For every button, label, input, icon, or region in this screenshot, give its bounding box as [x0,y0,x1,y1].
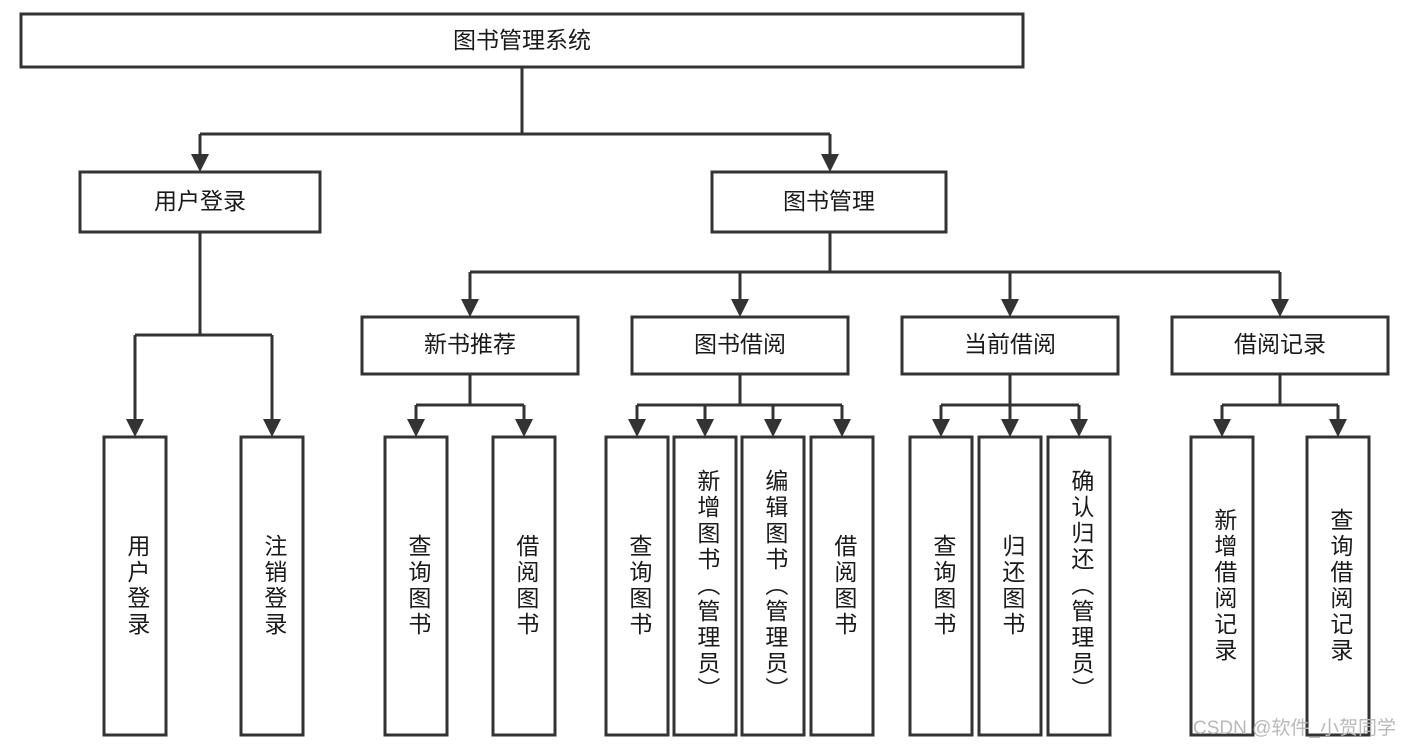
node-current-borrow-label: 当前借阅 [964,331,1056,357]
node-leaf-record-add-record-label: 新增借阅记录 [1211,508,1238,664]
node-book-management-box [710,170,948,234]
node-leaf-recommend-borrow-book[interactable]: 借阅图书 [491,435,557,737]
node-user-login-box [78,170,322,234]
node-new-book-recommend-label: 新书推荐 [424,331,516,357]
arrow-current-leaf-2 [1001,419,1019,437]
node-borrow-record-box [1170,315,1390,376]
arrow-borrow-leaf-4 [833,419,851,437]
node-leaf-user-login-login-box [102,435,168,737]
node-leaf-borrow-borrow-book-box [809,435,875,737]
arrow-recommend-leaf-1 [407,419,425,437]
node-book-borrow-label: 图书借阅 [694,331,786,357]
node-leaf-borrow-query-book-box [604,435,670,737]
node-leaf-user-login-login[interactable]: 用户登录 [102,435,168,737]
node-leaf-record-add-record-box [1189,435,1255,737]
node-current-borrow[interactable]: 当前借阅 [900,315,1120,376]
node-leaf-current-return-book-label: 归还图书 [999,534,1026,638]
node-current-borrow-box [900,315,1120,376]
node-leaf-borrow-query-book[interactable]: 查询图书 [604,435,670,737]
node-leaf-recommend-query-book-box [383,435,449,737]
arrow-borrow-leaf-2 [696,419,714,437]
node-leaf-record-query-record-label: 查询借阅记录 [1327,508,1354,664]
node-leaf-borrow-borrow-book-label: 借阅图书 [831,534,858,638]
arrow-record-leaf-2 [1329,419,1347,437]
node-book-borrow-box [630,315,850,376]
node-book-borrow[interactable]: 图书借阅 [630,315,850,376]
node-borrow-record[interactable]: 借阅记录 [1170,315,1390,376]
node-leaf-current-confirm-return[interactable]: 确认归还（管理员） [1046,435,1112,737]
node-leaf-recommend-query-book[interactable]: 查询图书 [383,435,449,737]
arrow-book-mgmt-to-current [1001,299,1019,317]
node-root-system-label: 图书管理系统 [453,27,591,53]
node-leaf-borrow-add-book-box [672,435,738,737]
node-leaf-current-return-book-box [977,435,1043,737]
node-borrow-record-label: 借阅记录 [1234,331,1326,357]
arrow-user-login-leaf-2 [263,419,281,437]
arrow-borrow-leaf-1 [628,419,646,437]
arrow-root-to-user-login [191,154,209,172]
watermark: CSDN @软件_小贺同学 [1193,717,1396,739]
arrow-current-leaf-3 [1070,419,1088,437]
node-leaf-current-query-book[interactable]: 查询图书 [908,435,974,737]
node-leaf-user-login-login-label: 用户登录 [124,534,151,638]
node-leaf-current-return-book[interactable]: 归还图书 [977,435,1043,737]
node-leaf-record-add-record[interactable]: 新增借阅记录 [1189,435,1255,737]
node-leaf-recommend-borrow-book-box [491,435,557,737]
node-leaf-record-query-record-box [1305,435,1371,737]
arrow-root-to-book-mgmt [821,154,839,172]
node-leaf-record-query-record[interactable]: 查询借阅记录 [1305,435,1371,737]
node-leaf-recommend-borrow-book-label: 借阅图书 [513,534,540,638]
node-leaf-current-confirm-return-box [1046,435,1112,737]
node-leaf-current-query-book-label: 查询图书 [930,534,957,638]
node-leaf-user-login-logout[interactable]: 注销登录 [239,435,305,737]
node-leaf-borrow-edit-book[interactable]: 编辑图书（管理员） [740,435,806,737]
arrow-current-leaf-1 [932,419,950,437]
node-user-login[interactable]: 用户登录 [78,170,322,234]
arrow-book-mgmt-to-record [1271,299,1289,317]
arrow-record-leaf-1 [1213,419,1231,437]
node-leaf-user-login-logout-box [239,435,305,737]
node-new-book-recommend-box [360,315,580,376]
node-leaf-current-confirm-return-label: 确认归还（管理员） [1068,469,1095,703]
arrow-borrow-leaf-3 [764,419,782,437]
node-leaf-borrow-borrow-book[interactable]: 借阅图书 [809,435,875,737]
node-leaf-borrow-add-book[interactable]: 新增图书（管理员） [672,435,738,737]
node-root-system[interactable]: 图书管理系统 [19,12,1025,69]
connector-layer [133,67,1340,421]
node-leaf-current-query-book-box [908,435,974,737]
arrow-book-mgmt-to-borrow [731,299,749,317]
node-root-system-box [19,12,1025,69]
node-book-management-label: 图书管理 [783,188,875,214]
node-book-management[interactable]: 图书管理 [710,170,948,234]
node-leaf-user-login-logout-label: 注销登录 [261,534,288,638]
arrow-user-login-leaf-1 [126,419,144,437]
arrow-book-mgmt-to-recommend [461,299,479,317]
node-leaf-borrow-edit-book-label: 编辑图书（管理员） [762,469,789,703]
node-leaf-recommend-query-book-label: 查询图书 [405,534,432,638]
node-leaf-borrow-query-book-label: 查询图书 [626,534,653,638]
arrow-recommend-leaf-2 [515,419,533,437]
node-leaf-borrow-add-book-label: 新增图书（管理员） [694,469,721,703]
node-leaf-borrow-edit-book-box [740,435,806,737]
node-user-login-label: 用户登录 [154,188,246,214]
node-new-book-recommend[interactable]: 新书推荐 [360,315,580,376]
